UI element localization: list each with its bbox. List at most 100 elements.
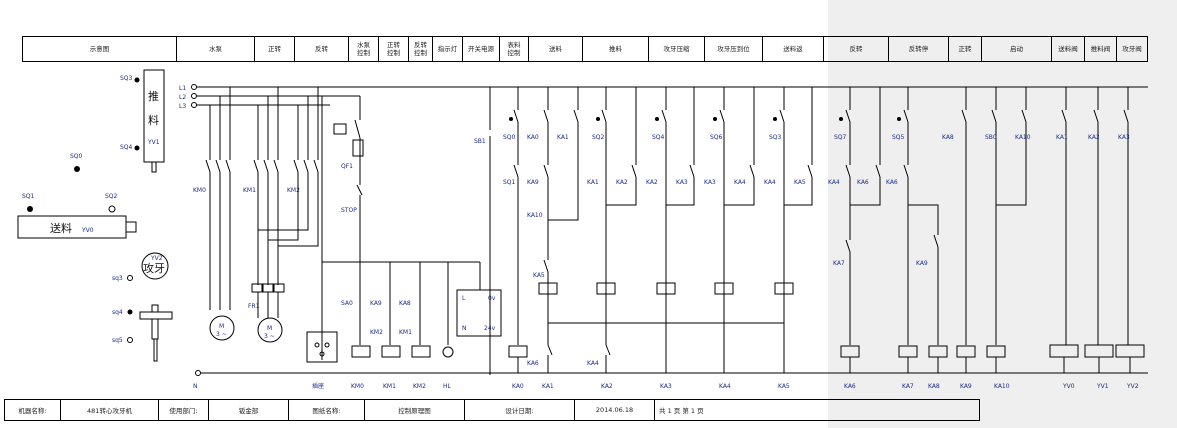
page-count: 共 1 页 第 1 页: [659, 407, 704, 415]
tap-top: [151, 304, 159, 313]
ka10-coil: [986, 345, 1006, 358]
ka5-coil-label: KA5: [778, 383, 790, 390]
title-block: 机器名称: 481转心攻牙机 使用部门: 钣金部 图纸名称: 控制原理图 设计日…: [4, 399, 980, 421]
design-date-value: 2014.06.18: [575, 400, 655, 420]
ka7-coil: [898, 345, 918, 358]
motor1-leads: [257, 172, 319, 285]
sq4-cyl-label: SQ4: [120, 144, 133, 151]
sb0-label: SB0: [985, 134, 997, 141]
ka0-coil: [508, 345, 528, 358]
sq4-sensor-symbol: [655, 117, 659, 121]
illustration-panel: 推 料 YV1 SQ3 SQ4 SQ0 送料 YV0 SQ1 SQ2 YV2 攻…: [17, 69, 173, 362]
ka2-mid-label: KA2: [616, 179, 628, 186]
yv1-cyl-label: YV1: [147, 139, 160, 146]
branch-ka5: [779, 87, 785, 345]
drawing-name-value: 控制原理图: [365, 400, 465, 420]
psu-links: [479, 87, 491, 375]
header-cell-pump: 水泵: [177, 37, 255, 61]
sa0-label: SA0: [341, 300, 353, 307]
contactor-blades: [205, 159, 319, 173]
socket-label: 插座: [312, 382, 324, 390]
psu-n: N: [462, 325, 467, 332]
psu-0v: 0v: [488, 295, 496, 302]
ka9-right-mid-label: KA9: [916, 260, 928, 267]
sq2-sensor: [108, 205, 116, 213]
branch-ka0: [513, 87, 519, 345]
qf1-label: QF1: [341, 163, 353, 170]
socket-pin-2: [324, 342, 330, 348]
department-value: 钣金部: [209, 400, 289, 420]
tap-text: 攻牙: [143, 261, 165, 275]
tap-plate: [139, 311, 173, 320]
sq5-small-label: sq5: [112, 337, 123, 344]
branch-ka3-hold: [666, 87, 695, 206]
ka4-lower-label: KA4: [587, 360, 599, 367]
power-supply: [456, 289, 502, 337]
yv0-valve: [1049, 344, 1079, 358]
branch-ka10: [991, 87, 997, 345]
ka9-ctrl-label: KA9: [370, 300, 382, 307]
l3-terminal: [191, 102, 197, 108]
sb1-label: SB1: [474, 138, 486, 145]
header-cell-reverse-2: 反转: [824, 37, 889, 61]
sq0-label: SQ0: [503, 134, 516, 141]
header-cell-feed-valve: 送料阀: [1052, 37, 1085, 61]
control-verticals: [321, 262, 449, 360]
sq4-sensor: [134, 145, 140, 151]
sq3-sensor: [134, 77, 140, 83]
km0-feeds: [209, 87, 231, 160]
department-label: 使用部门:: [159, 400, 209, 420]
fr1-element-2: [262, 283, 274, 293]
design-date-label: 设计日期:: [465, 400, 575, 420]
ka4b-mid-label: KA4: [764, 179, 776, 186]
sq7-sensor-symbol: [839, 117, 843, 121]
socket-pin-3: [319, 351, 325, 357]
n-label: N: [193, 383, 198, 390]
ka6-coil: [840, 345, 860, 358]
feed-cylinder: [17, 215, 127, 239]
send-text: 送料: [50, 221, 72, 235]
km2-ctrl-label: KM2: [370, 329, 383, 336]
branch-ka2: [601, 87, 607, 345]
ka5-mid-label: KA5: [794, 179, 806, 186]
tap-head: [141, 252, 169, 280]
sq4-small-label: sq4: [112, 309, 123, 316]
ka5-coil-upper: [774, 282, 794, 295]
sq3-small-label: sq3: [112, 275, 123, 282]
km0-coil-label: KM0: [351, 383, 364, 390]
sq1-sensor: [27, 206, 33, 212]
qf1-branch: [354, 96, 363, 262]
branch-ka1: [543, 87, 549, 345]
ka2-coil-label: KA2: [601, 383, 613, 390]
header-cell-forward: 正转: [255, 37, 295, 61]
sq3-label: SQ3: [769, 134, 782, 141]
ka3-mid-label: KA3: [676, 179, 688, 186]
sq5-small-sensor: [127, 337, 133, 343]
header-cell-forward-2: 正转: [949, 37, 982, 61]
branch-ka9: [961, 87, 967, 345]
branch-ka5-hold: [784, 87, 813, 206]
header-cell-tap-in-place: 攻牙压到位: [705, 37, 763, 61]
motor0-label: M: [219, 323, 224, 330]
ka6-coil-label: KA6: [844, 383, 856, 390]
sq0-sensor-symbol: [509, 117, 513, 121]
coil-returns: [517, 344, 785, 373]
ka8-coil: [928, 345, 948, 358]
ka8-coil-label: KA8: [928, 383, 940, 390]
ka10-coil-label: KA10: [994, 383, 1010, 390]
sq0-sensor: [74, 166, 80, 172]
stop-label: STOP: [341, 207, 357, 214]
header-cell-feed-return: 送料返: [763, 37, 824, 61]
tap-bit: [153, 338, 158, 362]
sq3-sensor-symbol: [773, 117, 777, 121]
push-char: 推: [148, 89, 159, 103]
sq6-label: SQ6: [710, 134, 723, 141]
km1-coil: [381, 345, 401, 358]
branch-yv2: [1123, 87, 1129, 345]
ka1-coil-upper: [538, 282, 558, 295]
ka1-top-label: KA1: [557, 134, 569, 141]
tap-stem: [151, 318, 159, 340]
km2-power-label: KM2: [287, 187, 300, 194]
header-cell-indicator: 指示灯: [433, 37, 463, 61]
